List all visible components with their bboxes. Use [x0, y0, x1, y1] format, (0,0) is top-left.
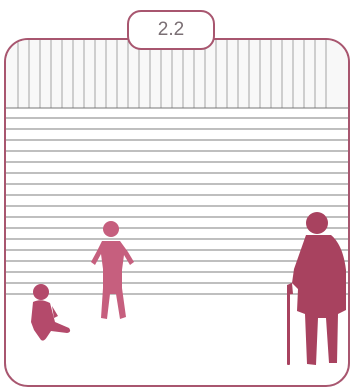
- illustration-canvas: [6, 40, 348, 385]
- elder-figure: [287, 212, 346, 365]
- ruler-top-strip: [6, 40, 348, 108]
- baby-figure: [31, 284, 70, 341]
- tab-label: 2.2: [127, 10, 215, 50]
- child-figure: [91, 221, 134, 319]
- illustration-card: [4, 38, 350, 387]
- tab-label-text: 2.2: [158, 19, 184, 41]
